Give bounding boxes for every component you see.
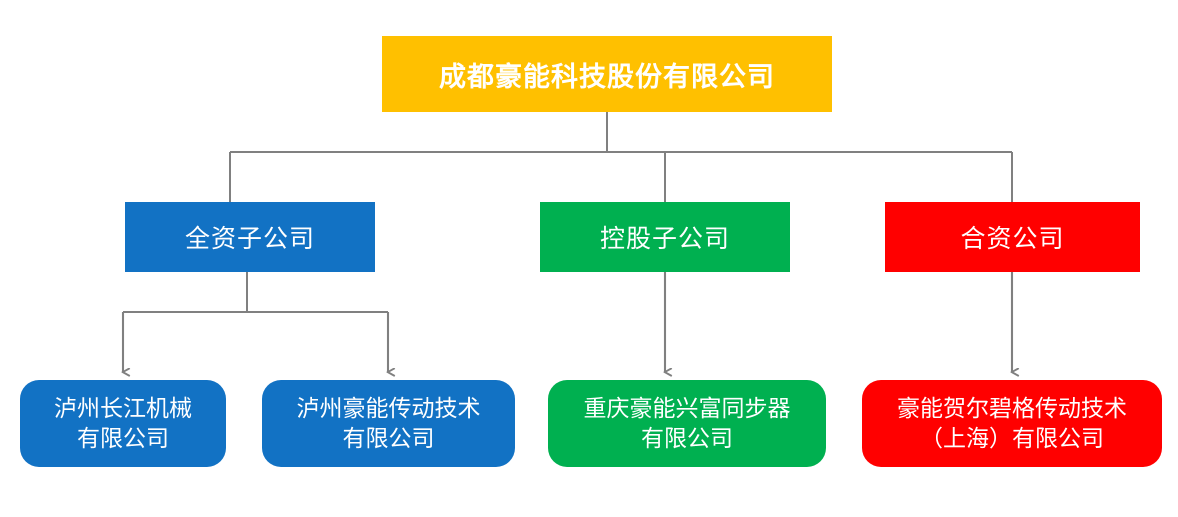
node-category-joint-venture-label: 合资公司 (960, 225, 1065, 253)
node-category-wholly-owned-label: 全资子公司 (184, 225, 315, 253)
node-root-company-label: 成都豪能科技股份有限公司 (439, 61, 775, 92)
node-subsidiary-haoneng-hoerbiger-shanghai-label: 豪能贺尔碧格传动技术 （上海）有限公司 (897, 395, 1127, 451)
node-subsidiary-haoneng-hoerbiger-shanghai[interactable]: 豪能贺尔碧格传动技术 （上海）有限公司 (862, 380, 1162, 467)
node-category-joint-venture[interactable]: 合资公司 (885, 202, 1140, 272)
node-subsidiary-luzhou-haoneng-transmission[interactable]: 泸州豪能传动技术 有限公司 (262, 380, 515, 467)
node-subsidiary-chongqing-xingfu-synchronizer[interactable]: 重庆豪能兴富同步器 有限公司 (548, 380, 826, 467)
node-category-holding-label: 控股子公司 (599, 225, 730, 253)
node-category-holding[interactable]: 控股子公司 (540, 202, 790, 272)
node-subsidiary-luzhou-haoneng-transmission-label: 泸州豪能传动技术 有限公司 (296, 395, 481, 451)
node-subsidiary-luzhou-changjiang-label: 泸州长江机械 有限公司 (54, 395, 192, 451)
node-root-company[interactable]: 成都豪能科技股份有限公司 (382, 36, 832, 112)
node-subsidiary-luzhou-changjiang[interactable]: 泸州长江机械 有限公司 (20, 380, 226, 467)
node-subsidiary-chongqing-xingfu-synchronizer-label: 重庆豪能兴富同步器 有限公司 (583, 395, 791, 451)
node-category-wholly-owned[interactable]: 全资子公司 (125, 202, 375, 272)
